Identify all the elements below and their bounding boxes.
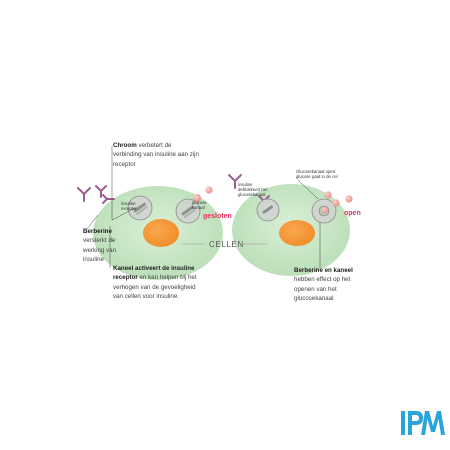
left-nucleus: [143, 219, 179, 247]
kaneel-caption: Kaneel activeert de insuline receptor en…: [113, 264, 223, 302]
insulin-receptor-left: [127, 195, 153, 221]
callout-line: [85, 214, 99, 231]
cells-label: CELLEN: [209, 240, 244, 249]
right-cell: [232, 184, 350, 276]
kaneel-title-1: Kaneel activeert de insuline: [113, 265, 195, 272]
glucose-channel-label-1: glucose: [192, 200, 207, 205]
channel-open-label-1: Glucosekanaal open:: [296, 169, 337, 174]
chroom-caption: Chroom verbetert de verbinding van insul…: [113, 141, 223, 169]
kaneel-title-2: receptor: [113, 274, 138, 282]
insulin-molecule-icon: [102, 194, 115, 204]
glucose-channel-left: [175, 198, 201, 224]
callout-line: [111, 207, 136, 221]
insulin-unblocks-label: insuline deblokkeert het glucosekanaal: [238, 182, 267, 197]
closed-label: gesloten: [203, 213, 232, 220]
chroom-title: Chroom: [113, 142, 137, 149]
insulin-receptor-label-1: insuline: [121, 201, 136, 206]
glucose-channel-right: [311, 198, 337, 224]
insulin-molecule-icon: [95, 185, 107, 198]
insulin-molecule-icon: [77, 187, 91, 202]
berberine-kaneel-title: Berberine en kaneel: [294, 267, 353, 274]
kaneel-text-2: verhogen van de gevoeligheid: [113, 283, 196, 291]
berberine-caption: Berberine versterkt de werking van insul…: [83, 227, 143, 265]
kaneel-text-1: en kan helpen bij het: [137, 274, 197, 282]
berberine-kaneel-text-3: glucosekanaal: [294, 295, 334, 303]
channel-open-label-2: glucose gaat in de cel: [296, 174, 338, 179]
berberine-text-2: werking van: [83, 246, 117, 254]
berberine-title: Berberine: [83, 228, 112, 235]
insulin-unblocks-label-2: deblokkeert het: [238, 187, 268, 192]
insulin-unblocks-label-3: glucosekanaal: [238, 192, 266, 197]
glucose-ball: [345, 195, 353, 203]
berberine-text-3: insuline: [83, 256, 104, 264]
channel-open-label: Glucosekanaal open: glucose gaat in de c…: [296, 169, 338, 179]
chroom-text-1: verbetert de: [136, 142, 172, 149]
ipm-logo: [401, 411, 445, 435]
glucose-channel-label-2: kanaal: [192, 205, 205, 210]
glucose-channel-label: glucose kanaal: [192, 200, 207, 210]
insulin-molecule-icon: [228, 174, 242, 189]
callout-line: [297, 179, 319, 200]
chroom-text-2: verbinding van insuline aan zijn: [113, 151, 199, 159]
chroom-text-3: receptor: [113, 160, 136, 168]
berberine-kaneel-text-2: openen van het: [294, 285, 337, 293]
glucose-ball: [324, 191, 332, 199]
open-label: open: [344, 210, 361, 217]
right-nucleus: [279, 220, 315, 246]
insulin-receptor-label-2: receptor: [121, 206, 137, 211]
kaneel-text-3: van cellen voor insuline.: [113, 293, 180, 301]
insulin-receptor-label: insuline receptor: [121, 201, 137, 211]
berberine-text-1: versterkt de: [83, 237, 116, 245]
berberine-kaneel-text-1: hebben effect op het: [294, 276, 351, 284]
glucose-ball: [193, 194, 201, 202]
insulin-unblocks-label-1: insuline: [238, 182, 253, 187]
glucose-ball: [205, 186, 213, 194]
berberine-kaneel-caption: Berberine en kaneel hebben effect op het…: [294, 266, 394, 304]
insulin-receptor-right: [256, 198, 280, 222]
glucose-ball: [332, 199, 340, 207]
